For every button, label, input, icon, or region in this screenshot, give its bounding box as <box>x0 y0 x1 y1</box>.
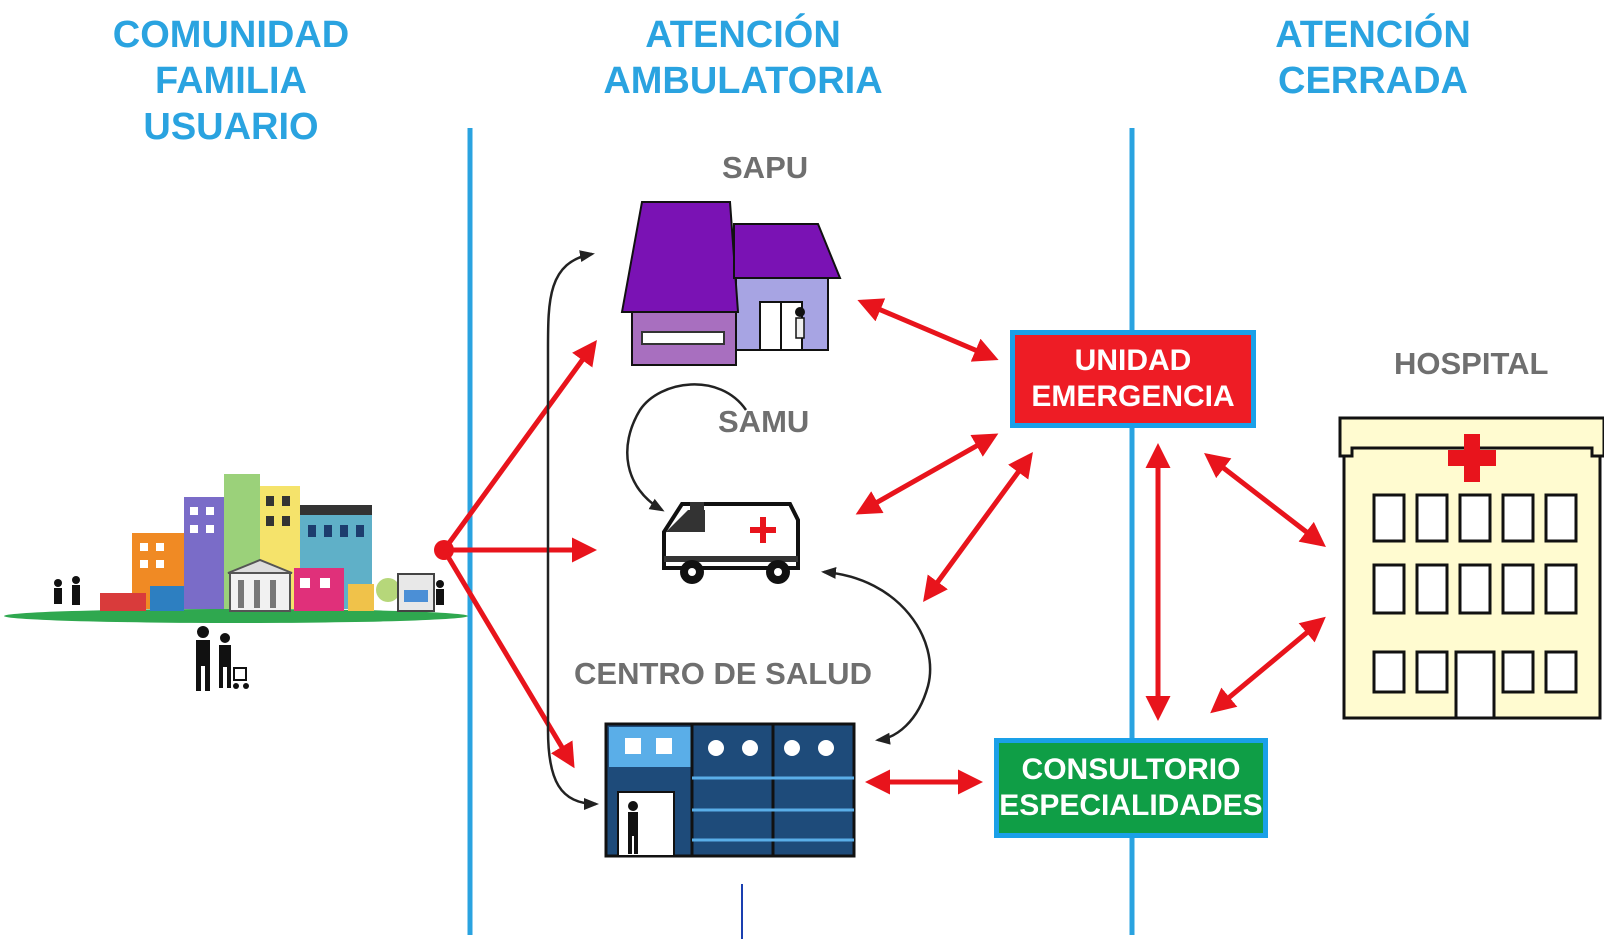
city-icon <box>4 474 468 691</box>
heading-line: CERRADA <box>1278 60 1468 102</box>
column-heading-community: COMUNIDAD FAMILIA USUARIO <box>108 12 354 150</box>
consultorio-especialidades-box: CONSULTORIO ESPECIALIDADES <box>994 738 1268 838</box>
sapu-label: SAPU <box>722 150 809 185</box>
family-walking-icon <box>196 626 249 691</box>
heading-line: AMBULATORIA <box>603 60 883 102</box>
arrow-community-to-sapu <box>441 339 597 552</box>
box-line: UNIDAD <box>1074 344 1192 377</box>
health-center-building-icon <box>604 722 856 858</box>
heading-line: ATENCIÓN <box>645 14 841 56</box>
column-heading-ambulatory: ATENCIÓN AMBULATORIA <box>595 12 891 104</box>
heading-line: FAMILIA <box>155 60 307 102</box>
unidad-emergencia-box: UNIDAD EMERGENCIA <box>1010 330 1256 428</box>
arrow-community-to-centro <box>441 548 575 769</box>
ambulance-icon <box>662 502 800 584</box>
hospital-building-icon <box>1338 416 1604 720</box>
box-line: ESPECIALIDADES <box>999 789 1263 822</box>
arrow-sapu-emergencia <box>857 298 999 362</box>
arrow-samu-emergencia <box>855 433 999 515</box>
heading-line: COMUNIDAD <box>112 14 350 56</box>
box-line: EMERGENCIA <box>1031 380 1235 413</box>
heading-line: ATENCIÓN <box>1275 14 1471 56</box>
arrow-centro-emergencia <box>923 451 1033 603</box>
curve-arrow-samu-centro <box>821 566 932 745</box>
hospital-label: HOSPITAL <box>1394 346 1549 381</box>
column-heading-closed-care: ATENCIÓN CERRADA <box>1268 12 1478 104</box>
arrow-consultorio-hospital <box>1210 616 1326 714</box>
curve-arrow-to-sapu-and-centro <box>546 250 599 810</box>
heading-line: USUARIO <box>143 106 319 148</box>
box-line: CONSULTORIO <box>1021 753 1241 786</box>
arrow-emergencia-hospital <box>1204 452 1326 548</box>
curve-arrow-sapu-samu <box>626 383 748 512</box>
clinic-building-icon <box>620 201 842 366</box>
samu-label: SAMU <box>718 404 810 439</box>
